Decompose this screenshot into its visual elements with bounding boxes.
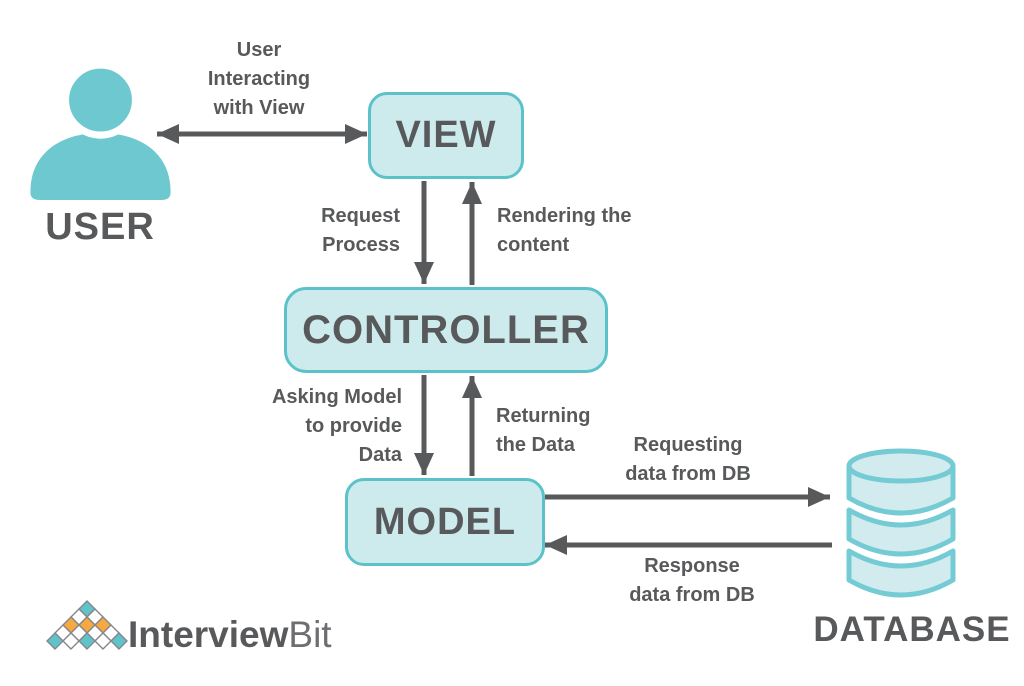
database-label: DATABASE bbox=[813, 610, 1011, 649]
controller-node-label: CONTROLLER bbox=[302, 307, 590, 352]
logo-diamond bbox=[46, 632, 64, 650]
logo-diamond bbox=[110, 632, 128, 650]
edge-label-returning-the-data: Returning the Data bbox=[496, 405, 591, 456]
model-node-label: MODEL bbox=[373, 500, 517, 543]
edge-label-asking-model-to-provide-data: Asking Model to provide Data bbox=[271, 386, 402, 466]
edge-label-response-data-from-db: Response data from DB bbox=[629, 555, 755, 606]
edge-label-request-process: Request Process bbox=[321, 205, 400, 256]
model-node: MODEL bbox=[345, 478, 545, 566]
logo-diamond bbox=[78, 632, 96, 650]
logo-text-bit: Bit bbox=[288, 614, 332, 655]
user-person-icon bbox=[30, 64, 171, 200]
logo-diamond bbox=[62, 632, 80, 650]
view-node: VIEW bbox=[368, 92, 524, 179]
logo-diamond bbox=[94, 632, 112, 650]
database-icon bbox=[846, 448, 956, 598]
edge-label-rendering-the-content: Rendering the content bbox=[497, 205, 632, 256]
edge-label-user-interacting-with-view: User Interacting with View bbox=[207, 39, 311, 119]
interviewbit-logo-text: InterviewBit bbox=[128, 614, 332, 656]
edge-label-requesting-data-from-db: Requesting data from DB bbox=[625, 434, 751, 485]
view-node-label: VIEW bbox=[395, 114, 497, 156]
interviewbit-pyramid-icon bbox=[46, 600, 128, 650]
user-label: USER bbox=[45, 206, 155, 248]
controller-node: CONTROLLER bbox=[284, 287, 608, 373]
logo-text-interview: Interview bbox=[128, 614, 289, 655]
